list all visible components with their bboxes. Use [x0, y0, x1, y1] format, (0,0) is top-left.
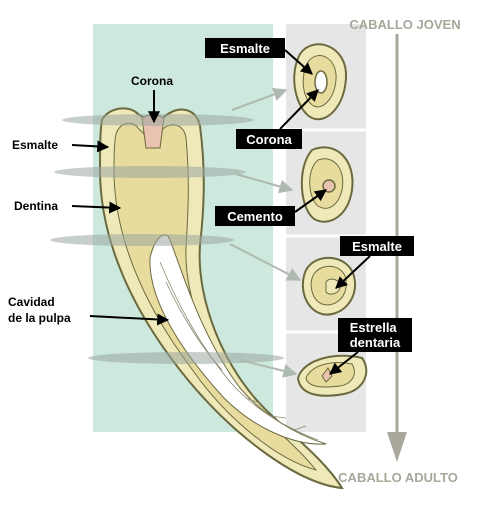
label-pointer-arrow-icon [89, 313, 170, 326]
svg-text:Esmalte: Esmalte [352, 239, 402, 254]
label-pointer-arrow-icon [71, 140, 110, 153]
box-corona: Corona [236, 129, 302, 149]
label-pointer-arrow-icon [335, 255, 371, 289]
label-esmalte-left: Esmalte [12, 138, 58, 152]
box-cemento: Cemento [215, 206, 295, 226]
svg-text:Esmalte: Esmalte [220, 41, 270, 56]
svg-text:Estrella dentaria: Estrella dentaria [350, 320, 401, 350]
label-dentina: Dentina [14, 199, 58, 213]
label-corona: Corona [131, 74, 173, 88]
box-esmalte-mid: Esmalte [340, 236, 414, 256]
label-pointer-arrow-icon [284, 49, 313, 75]
caballo-adulto-label: CABALLO ADULTO [338, 470, 458, 485]
label-pointer-arrow-icon [71, 201, 122, 214]
cross-section-3 [301, 256, 357, 316]
cross-section-2 [300, 146, 354, 223]
label-pointer-arrow-icon [279, 89, 319, 130]
cross-section-adult [296, 354, 368, 397]
label-pointer-arrow-icon [329, 351, 359, 375]
section-pointer-arrow-icon [229, 87, 302, 378]
caballo-joven-label: CABALLO JOVEN [349, 17, 460, 32]
label-pointer-arrow-icon [294, 189, 327, 213]
box-esmalte-top: Esmalte [205, 38, 285, 58]
section-cut-bands [50, 114, 284, 364]
box-estrella-dentaria: Estrella dentaria [338, 318, 412, 352]
svg-text:Corona: Corona [246, 132, 292, 147]
label-cavidad: Cavidad de la pulpa [8, 295, 71, 325]
svg-text:Cemento: Cemento [227, 209, 283, 224]
